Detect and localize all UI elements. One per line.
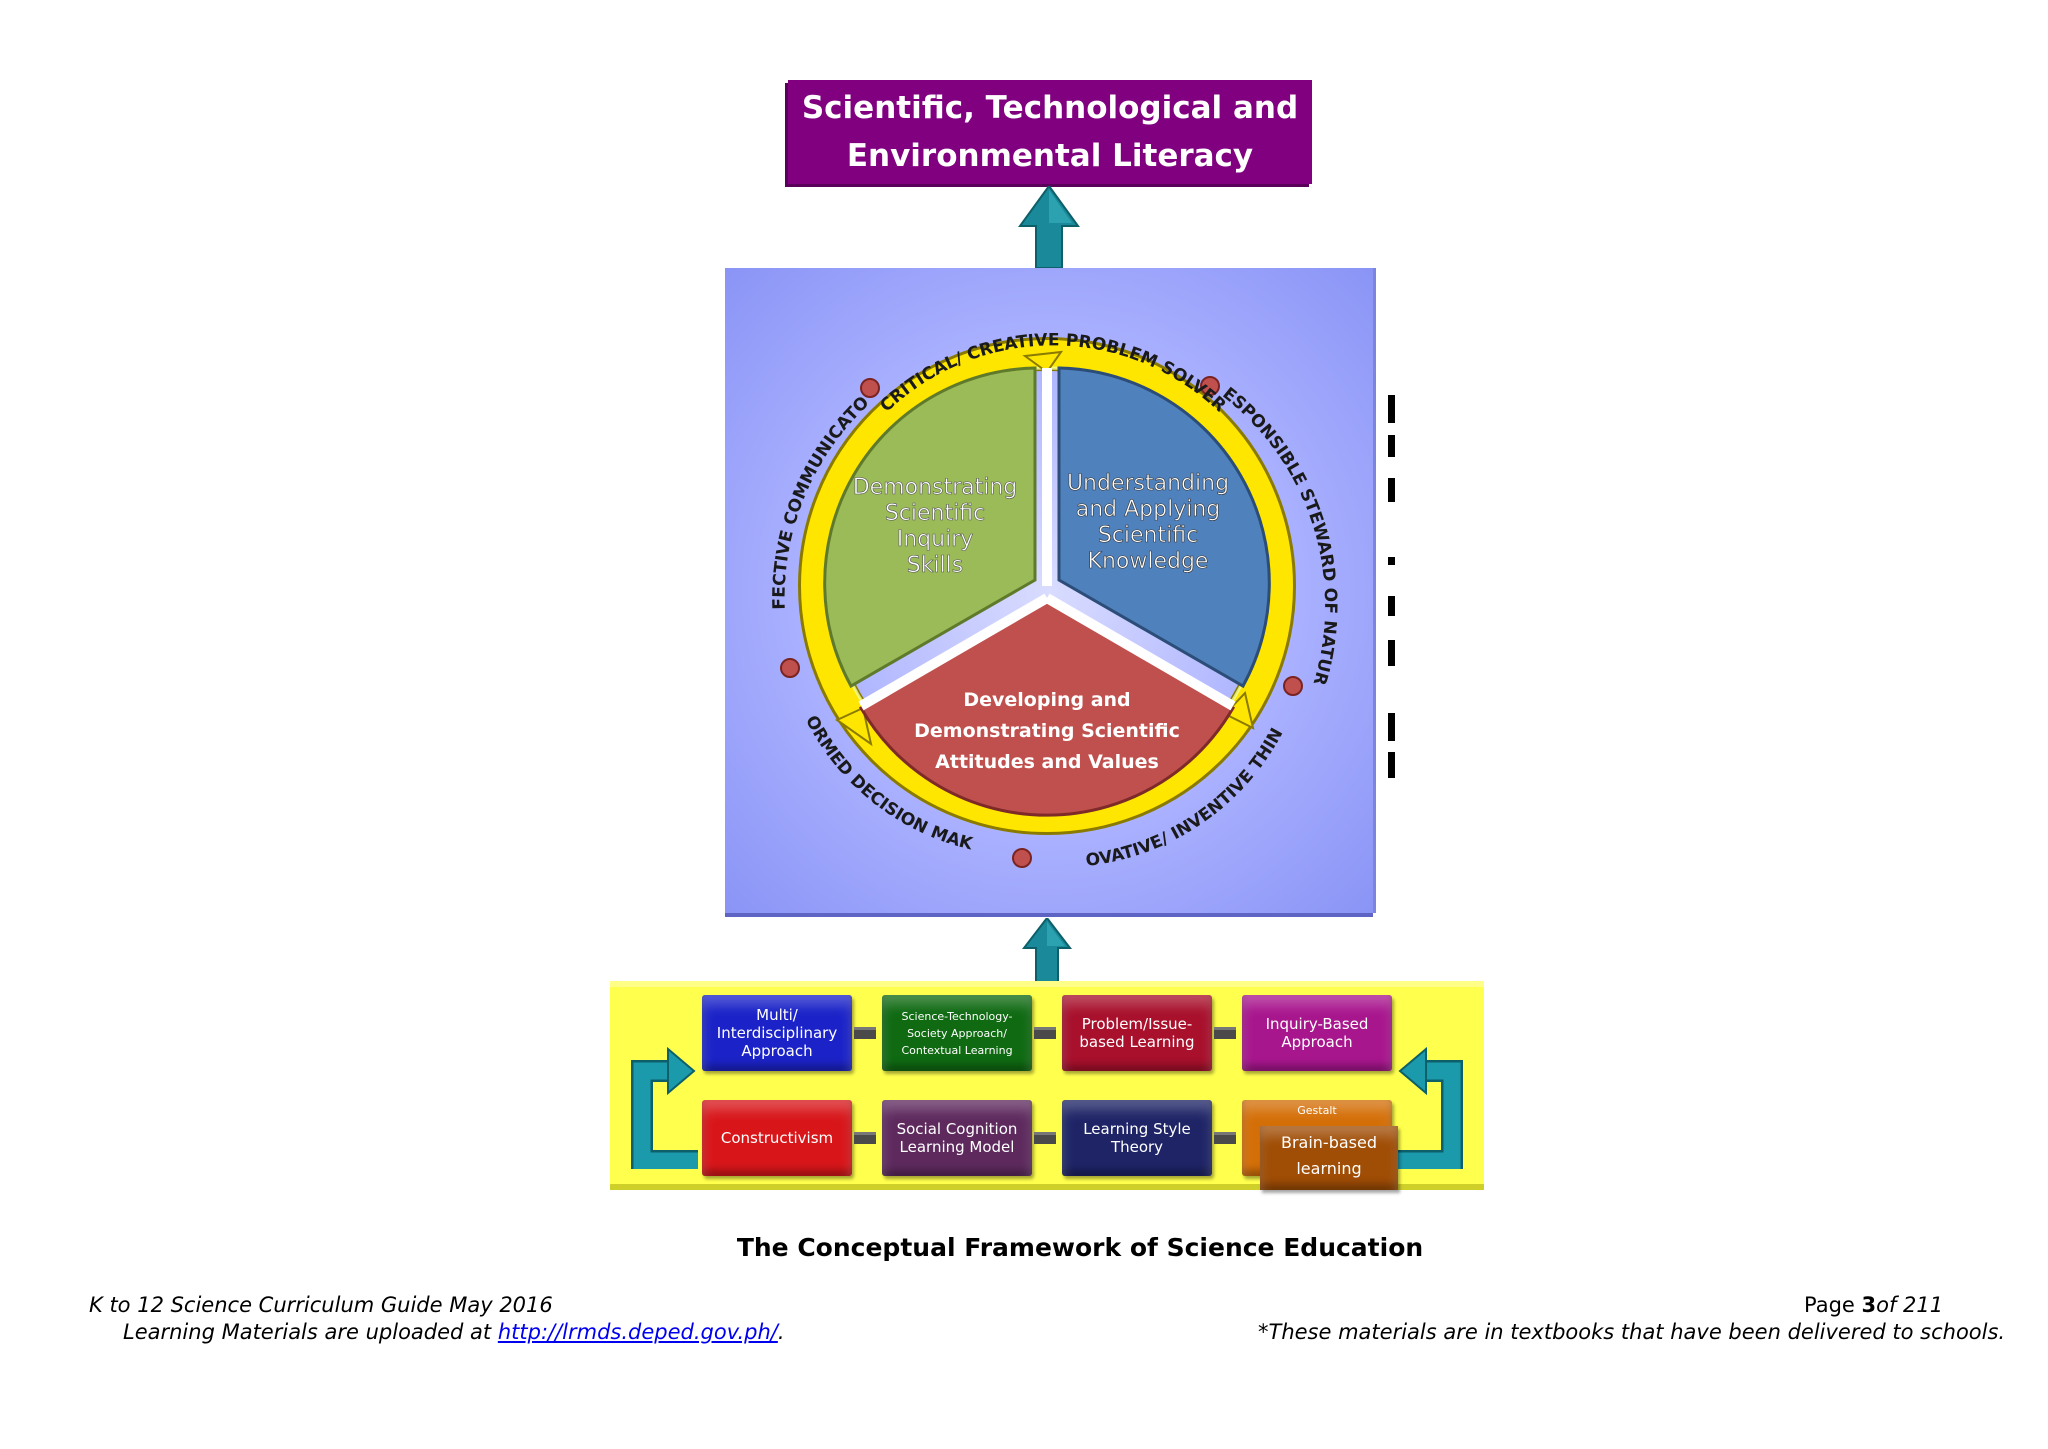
ring-arrowhead-left xyxy=(835,706,873,747)
up-arrow-top-icon xyxy=(1018,186,1080,268)
cropped-text-fragment xyxy=(1388,557,1395,565)
footer-textbook-note: *These materials are in textbooks that h… xyxy=(1258,1320,2006,1344)
inquiry-skills-sector xyxy=(823,366,1037,689)
cropped-text-fragment xyxy=(1388,435,1395,457)
ring-dot xyxy=(1200,376,1220,396)
cropped-text-fragment xyxy=(1388,713,1395,741)
cropped-text-fragment xyxy=(1388,596,1395,616)
inquiry-line: Skills xyxy=(907,553,964,578)
literacy-goal-line1: Scientific, Technological and xyxy=(801,90,1299,126)
ring-arrowhead-right xyxy=(1223,690,1255,730)
connector xyxy=(1034,1132,1056,1144)
ring-dot xyxy=(860,378,880,398)
knowledge-line: Scientific xyxy=(1098,523,1198,548)
footer-uploaded-note: Learning Materials are uploaded at http:… xyxy=(123,1320,785,1344)
approach-constructivism: Constructivism xyxy=(702,1100,852,1176)
approach-brain-based: Brain-based learning xyxy=(1260,1126,1398,1190)
knowledge-line: and Applying xyxy=(1076,497,1221,522)
approach-multidisciplinary: Multi/ Interdisciplinary Approach xyxy=(702,995,852,1071)
literacy-goal-line2: Environmental Literacy xyxy=(846,138,1254,174)
inquiry-line: Demonstrating xyxy=(853,475,1018,500)
cropped-text-fragment xyxy=(1388,395,1395,423)
approach-inquiry-based: Inquiry-Based Approach xyxy=(1242,995,1392,1071)
attitudes-line: Developing and xyxy=(963,689,1130,711)
attitudes-line: Demonstrating Scientific xyxy=(914,720,1180,742)
framework-circle: CRITICAL/ CREATIVE PROBLEM SOLVER RESPON… xyxy=(718,253,1340,871)
approach-problem-based: Problem/Issue-based Learning xyxy=(1062,995,1212,1071)
connector xyxy=(854,1132,876,1144)
knowledge-line: Understanding xyxy=(1067,471,1229,496)
ring-dot xyxy=(1283,676,1303,696)
connector xyxy=(1214,1132,1236,1144)
literacy-goal-box: Scientific, Technological and Environmen… xyxy=(788,80,1312,184)
approach-social-cognition: Social Cognition Learning Model xyxy=(882,1100,1032,1176)
figure-caption: The Conceptual Framework of Science Educ… xyxy=(736,1233,1424,1262)
cropped-text-fragment xyxy=(1388,752,1395,778)
ring-dot xyxy=(1012,848,1032,868)
core-framework-panel: CRITICAL/ CREATIVE PROBLEM SOLVER RESPON… xyxy=(718,253,1373,913)
inquiry-line: Inquiry xyxy=(897,527,974,552)
attitudes-line: Attitudes and Values xyxy=(935,751,1159,773)
approach-learning-style: Learning Style Theory xyxy=(1062,1100,1212,1176)
up-arrow-bottom-icon xyxy=(1022,918,1072,982)
cropped-text-fragment xyxy=(1388,478,1395,502)
cropped-text-fragment xyxy=(1388,640,1395,666)
connector xyxy=(1034,1027,1056,1039)
teaching-approaches-panel: Multi/ Interdisciplinary Approach Scienc… xyxy=(610,981,1484,1190)
connector xyxy=(1214,1027,1236,1039)
connector xyxy=(854,1027,876,1039)
knowledge-line: Knowledge xyxy=(1088,549,1209,574)
approach-sts: Science-Technology-Society Approach/ Con… xyxy=(882,995,1032,1071)
lrmds-link[interactable]: http://lrmds.deped.gov.ph/ xyxy=(497,1320,778,1344)
inquiry-line: Scientific xyxy=(885,501,985,526)
ring-arrowhead-top xyxy=(1022,350,1064,374)
scientific-knowledge-sector xyxy=(1057,366,1271,689)
footer-page-number: Page 3of 211 xyxy=(1804,1293,1944,1317)
footer-guide-title: K to 12 Science Curriculum Guide May 201… xyxy=(89,1293,553,1317)
loop-arrow-right-icon xyxy=(1396,1046,1463,1169)
loop-arrow-left-icon xyxy=(631,1046,698,1169)
attitudes-values-sector xyxy=(858,598,1236,817)
ring-dot xyxy=(780,658,800,678)
